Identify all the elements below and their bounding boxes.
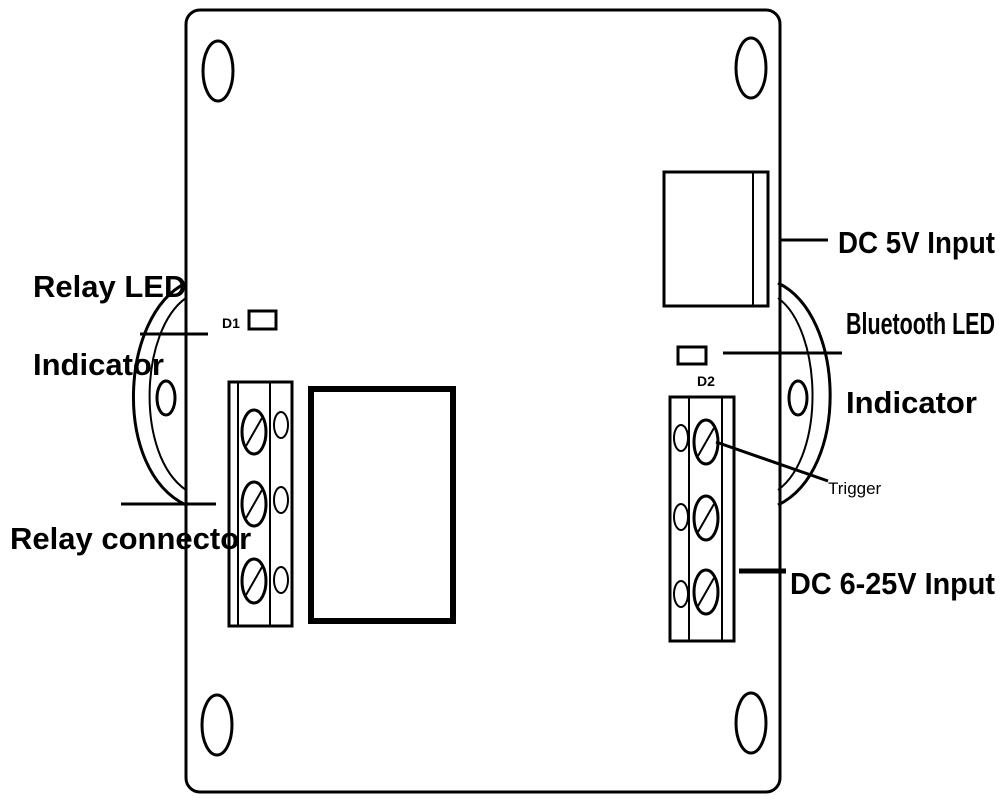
dc5v-jack: [662, 170, 770, 308]
corner-hole-top-right: [734, 36, 768, 100]
relay-connector-label: Relay connector: [10, 521, 251, 556]
relay-pin-2: [273, 486, 289, 514]
corner-hole-bottom-right: [734, 691, 768, 755]
power-screw-2: [692, 494, 720, 542]
relay-screw-3: [240, 557, 268, 605]
left-mounting-ear: [132, 281, 187, 507]
bluetooth-led-label-line1: Bluetooth LED: [846, 306, 995, 341]
relay-pin-3: [273, 566, 289, 594]
power-pin-3: [673, 580, 689, 608]
trigger-label: Trigger: [828, 479, 882, 498]
power-terminal-block: [668, 395, 736, 643]
dc5v-input-label: DC 5V Input: [838, 225, 995, 260]
relay-screw-2: [240, 480, 268, 528]
relay-pin-1: [273, 411, 289, 439]
d1-led: [247, 309, 278, 331]
relay-led-label-line1: Relay LED: [33, 269, 186, 304]
relay-block: [308, 386, 456, 624]
power-pin-2: [673, 503, 689, 531]
d2-led: [676, 345, 708, 366]
relay-terminal-block: [227, 380, 294, 628]
leader-trigger: [715, 440, 829, 483]
corner-hole-bottom-left: [200, 693, 234, 757]
relay-led-label-line2: Indicator: [33, 347, 164, 382]
d1-label: D1: [222, 315, 240, 331]
corner-hole-top-left: [201, 39, 235, 103]
power-screw-1: [692, 418, 720, 466]
relay-screw-1: [240, 408, 268, 456]
bluetooth-led-label-line2: Indicator: [846, 385, 977, 420]
dc-6-25v-input-label: DC 6-25V Input: [790, 566, 995, 601]
enclosure-body: [184, 8, 782, 794]
power-screw-3: [692, 568, 720, 616]
d2-label: D2: [697, 373, 715, 389]
right-mounting-ear: [777, 281, 832, 507]
power-pin-1: [673, 424, 689, 452]
